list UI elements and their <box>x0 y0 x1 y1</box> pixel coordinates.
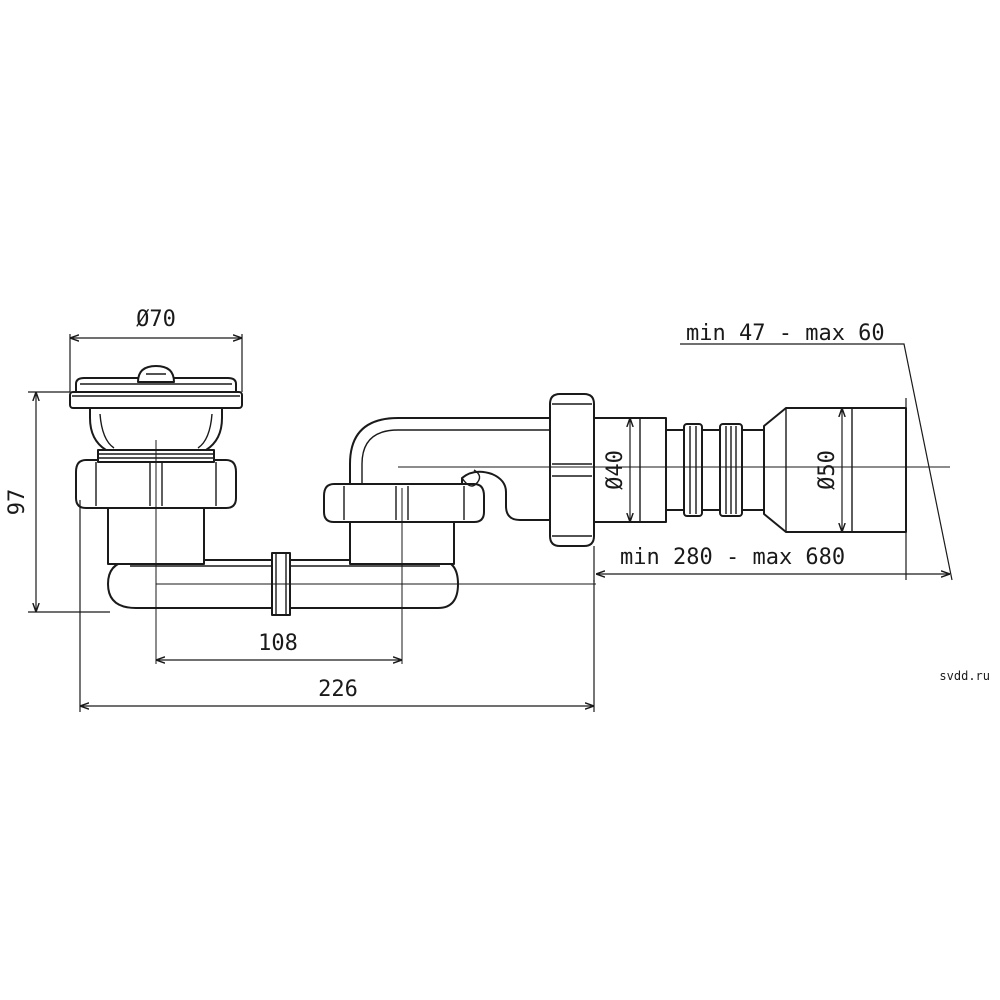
riser-union-nut <box>323 483 485 523</box>
outlet-elbow <box>349 417 561 521</box>
outlet-union-nut <box>549 393 595 547</box>
center-lines <box>155 440 950 664</box>
label-height-97: 97 <box>5 489 30 516</box>
dimension-len-226: 226 <box>79 500 595 712</box>
dimension-len-108: 108 <box>156 631 402 660</box>
dimension-dia-50: Ø50 <box>815 408 842 532</box>
label-len-226: 226 <box>318 677 358 702</box>
drain-grate <box>75 377 237 393</box>
drain-flange <box>69 391 243 409</box>
label-range-long: min 280 - max 680 <box>620 545 845 570</box>
label-dia-70: Ø70 <box>136 307 176 332</box>
label-dia-40: Ø40 <box>603 450 628 490</box>
dimension-range-long: min 280 - max 680 <box>593 545 950 582</box>
corrugated-hose <box>665 423 765 517</box>
label-len-108: 108 <box>258 631 298 656</box>
dimension-range-short: min 47 - max 60 <box>680 321 953 581</box>
label-range-short: min 47 - max 60 <box>686 321 885 346</box>
dimension-dia-70: Ø70 <box>69 307 243 392</box>
watermark-text: svdd.ru <box>939 669 990 683</box>
drain-funnel <box>89 407 223 451</box>
dimension-dia-40: Ø40 <box>603 418 630 522</box>
label-dia-50: Ø50 <box>815 450 840 490</box>
dimension-height-97: 97 <box>5 391 110 613</box>
